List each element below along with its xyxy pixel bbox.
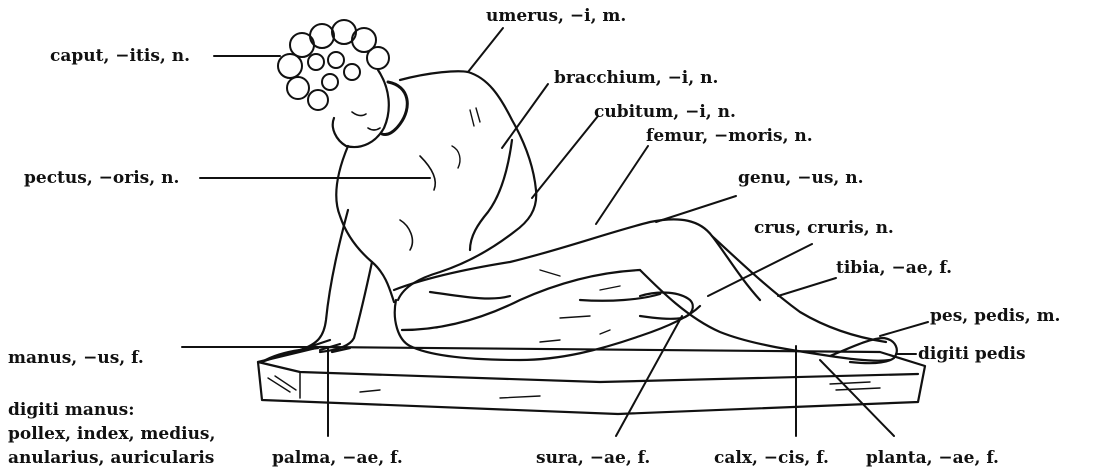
- label-cubitum: cubitum, −i, n.: [594, 102, 736, 122]
- plinth-outline: [258, 347, 925, 414]
- label-planta: planta, −ae, f.: [866, 448, 999, 468]
- face-outline: [333, 70, 389, 147]
- label-crus: crus, cruris, n.: [754, 218, 894, 238]
- leader-cubitum: [532, 116, 598, 198]
- label-digiti-manus-list1: pollex, index, medius,: [8, 424, 215, 444]
- arm-outline: [398, 190, 536, 300]
- thigh-outline: [394, 219, 760, 300]
- leader-femur: [596, 146, 648, 224]
- label-femur: femur, −moris, n.: [646, 126, 813, 146]
- label-digiti-manus-list2: anularius, auricularis: [8, 448, 214, 468]
- label-palma: palma, −ae, f.: [272, 448, 403, 468]
- label-calx: calx, −cis, f.: [714, 448, 829, 468]
- label-pes: pes, pedis, m.: [930, 306, 1060, 326]
- label-manus: manus, −us, f.: [8, 348, 144, 368]
- leader-pes: [880, 322, 928, 336]
- plinth-top-edge: [258, 362, 918, 382]
- label-pectus: pectus, −oris, n.: [24, 168, 179, 188]
- label-genu: genu, −us, n.: [738, 168, 864, 188]
- leader-umerus: [468, 28, 503, 72]
- leader-genu: [656, 196, 736, 222]
- label-tibia: tibia, −ae, f.: [836, 258, 952, 278]
- support-arm: [262, 210, 348, 362]
- label-caput: caput, −itis, n.: [50, 46, 190, 66]
- label-umerus: umerus, −i, m.: [486, 6, 626, 26]
- label-sura: sura, −ae, f.: [536, 448, 650, 468]
- label-bracchium: bracchium, −i, n.: [554, 68, 718, 88]
- label-digiti-pedis: digiti pedis: [918, 344, 1026, 364]
- head-hair: [278, 20, 389, 110]
- leader-planta: [820, 360, 894, 436]
- label-digiti-manus-heading: digiti manus:: [8, 400, 135, 420]
- leader-tibia: [778, 278, 836, 296]
